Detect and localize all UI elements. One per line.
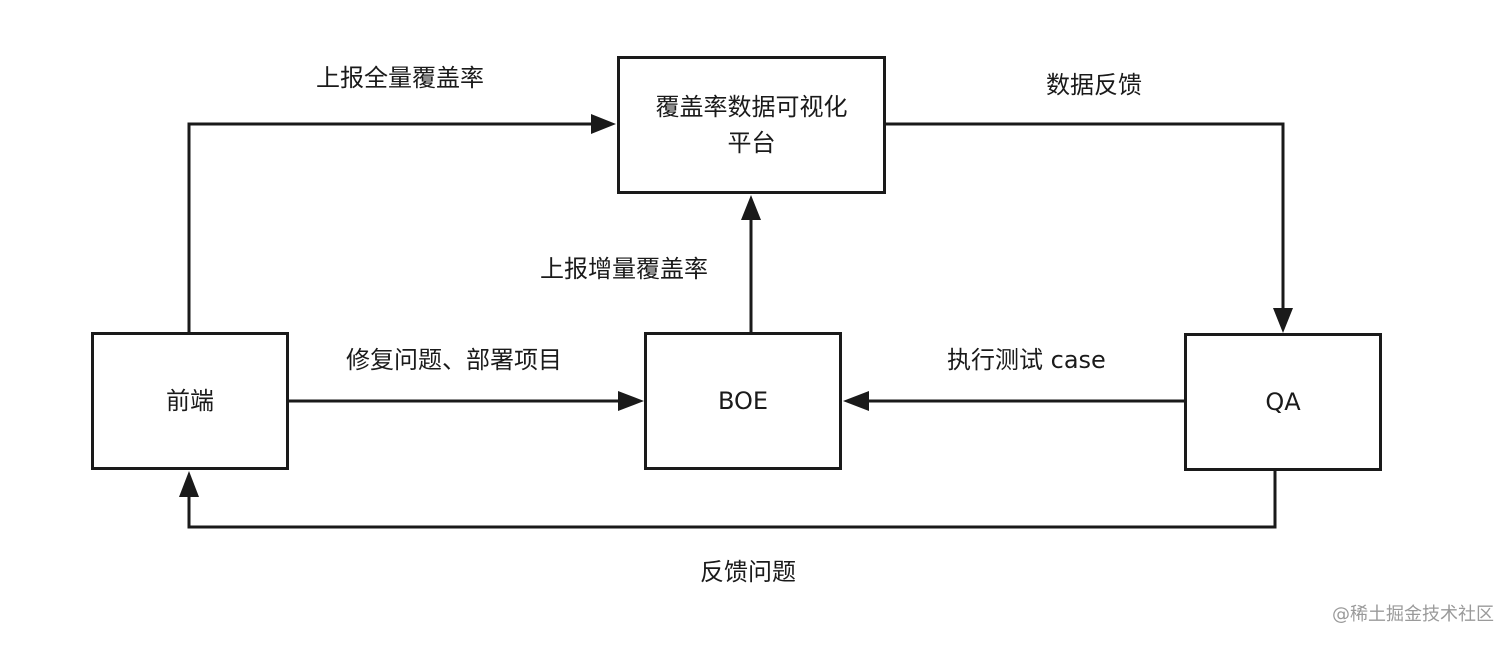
edge-label-platform-to-qa: 数据反馈 bbox=[1046, 71, 1142, 99]
edge-label-frontend-to-platform: 上报全量覆盖率 bbox=[316, 64, 484, 92]
node-boe: BOE bbox=[644, 332, 842, 470]
node-qa: QA bbox=[1184, 333, 1382, 471]
node-coverage-platform: 覆盖率数据可视化 平台 bbox=[617, 56, 886, 194]
arrowhead-qa-to-frontend bbox=[179, 471, 199, 497]
edge-label-frontend-to-boe: 修复问题、部署项目 bbox=[346, 346, 562, 374]
edge-label-qa-to-frontend: 反馈问题 bbox=[700, 558, 796, 586]
node-label: 前端 bbox=[166, 387, 214, 415]
node-frontend: 前端 bbox=[91, 332, 289, 470]
arrowhead-frontend-to-boe bbox=[618, 391, 644, 411]
watermark: @稀土掘金技术社区 bbox=[1332, 604, 1494, 625]
arrowhead-qa-to-boe bbox=[843, 391, 869, 411]
edge-label-boe-to-platform: 上报增量覆盖率 bbox=[540, 255, 708, 283]
edge-frontend-to-platform bbox=[187, 122, 592, 332]
edge-label-qa-to-boe: 执行测试 case bbox=[947, 346, 1106, 374]
node-label: QA bbox=[1265, 388, 1301, 416]
edge-qa-to-frontend bbox=[187, 471, 1277, 529]
arrowhead-boe-to-platform bbox=[741, 195, 761, 220]
arrowhead-frontend-to-platform bbox=[591, 114, 616, 134]
arrowhead-platform-to-qa bbox=[1273, 308, 1293, 333]
node-label: BOE bbox=[717, 387, 769, 415]
node-label: 覆盖率数据可视化 平台 bbox=[655, 93, 848, 157]
edge-platform-to-qa bbox=[886, 122, 1285, 309]
